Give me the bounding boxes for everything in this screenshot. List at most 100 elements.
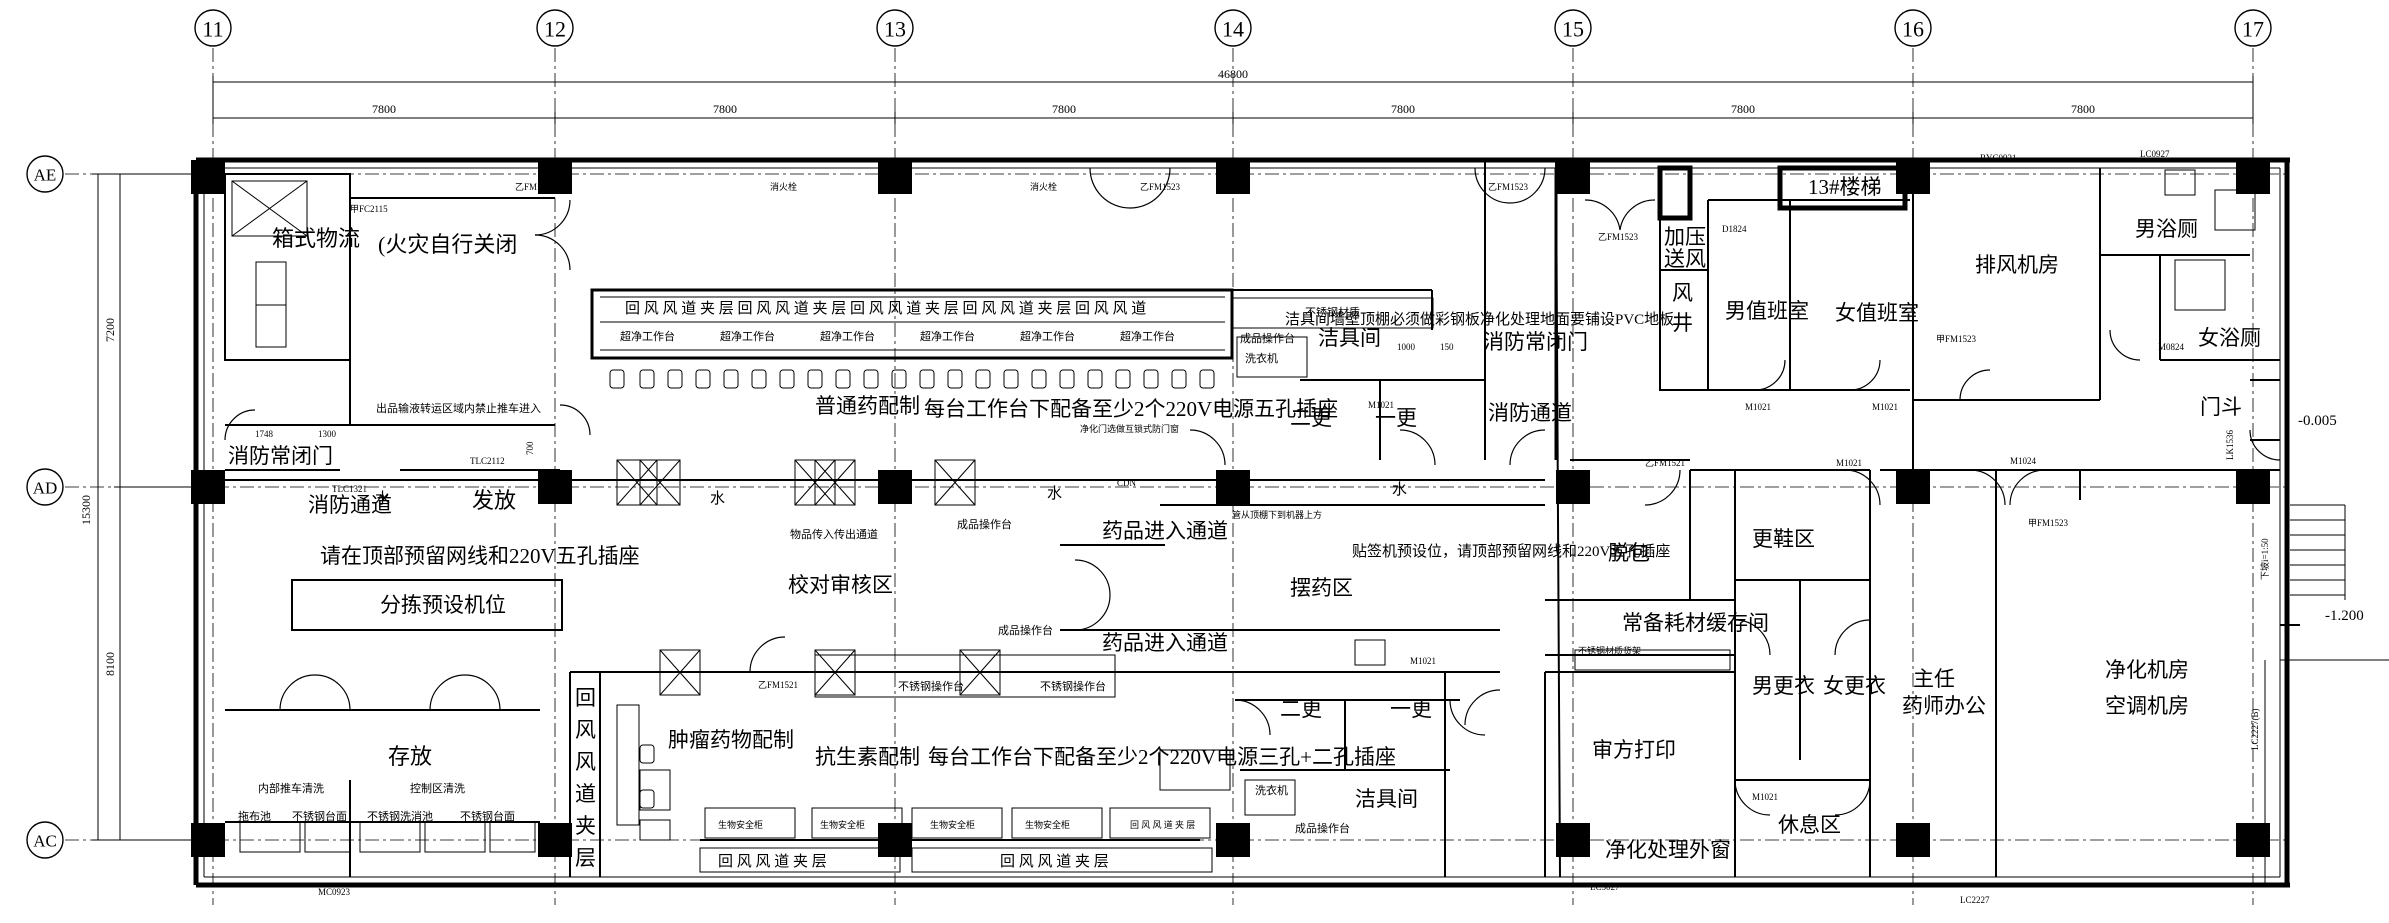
code-fm1523-a: 乙FM1523	[515, 182, 556, 192]
dim-left-top: 7200	[103, 318, 117, 342]
door-swings	[224, 167, 2281, 816]
label-fire-door-2: 消防常闭门	[1483, 330, 1588, 354]
code-lc3027: LC3027	[1590, 882, 1620, 892]
label-door-bucket: 门斗	[2200, 395, 2242, 419]
label-purify-room-1: 净化机房	[2105, 658, 2189, 682]
label-dispatch: 发放	[472, 488, 516, 513]
label-add-air-2: 送风	[1664, 247, 1706, 271]
code-fc2115: 甲FC2115	[350, 204, 388, 214]
label-second-change-2: 二更	[1280, 697, 1322, 721]
label-return-air-left-3: 风	[575, 750, 596, 774]
label-bio-cabinet-1: 生物安全柜	[718, 819, 763, 830]
dim-left-total: 15300	[79, 495, 93, 525]
label-bio-cabinet-3: 生物安全柜	[930, 819, 975, 830]
label-female-bath: 女浴厕	[2198, 326, 2261, 350]
label-box-logistics: 箱式物流	[272, 226, 360, 251]
bench-seats	[609, 369, 1215, 809]
code-m1021-f: M1021	[1752, 792, 1778, 802]
label-female-change: 女更衣	[1823, 674, 1886, 698]
label-second-change-1: 二更	[1290, 406, 1332, 430]
label-clean-room-note: 洁具间墙壁顶棚必须做彩钢板净化处理地面要铺设PVC地板	[1285, 310, 1674, 328]
label-rest: 休息区	[1778, 813, 1841, 837]
axis-label-13: 13	[884, 17, 906, 42]
door-codes: 甲FC2115 乙FM1523 乙FM1523 乙FM1523 乙FM1523 …	[255, 149, 2364, 905]
code-lc2227: LC2227	[1960, 895, 1990, 905]
code-1300: 1300	[318, 429, 337, 439]
label-stairs: 13#楼梯	[1808, 175, 1882, 199]
label-check-review: 校对审核区	[788, 573, 893, 597]
label-fire-passage-1: 消防通道	[308, 493, 392, 517]
label-water-3: 水	[1047, 485, 1062, 502]
label-material-pass: 物品传入传出通道	[790, 527, 878, 541]
column-axis-bubbles: 11 12 13 14 15 16 17	[194, 9, 2272, 47]
label-network-note: 请在顶部预留网线和220V五孔插座	[320, 544, 640, 568]
label-general-prep: 普通药配制	[815, 394, 920, 418]
label-clean-bench-row-3: 超净工作台	[820, 329, 875, 343]
code-lc2227b: LC2227(B)	[2250, 708, 2260, 750]
label-purify-room-2: 空调机房	[2105, 694, 2189, 718]
code-tlc1321: TLC1321	[332, 484, 367, 494]
axis-label-14: 14	[1222, 17, 1244, 42]
code-cdn: CDN	[1117, 478, 1137, 488]
row-axis-bubbles: AE AD AC	[26, 155, 64, 859]
label-wash-machine-1: 洗衣机	[1245, 351, 1278, 365]
code-d1824: D1824	[1722, 224, 1747, 234]
code-byc0921: BYC0921	[1980, 153, 2017, 163]
label-drug-channel-1: 药品进入通道	[1102, 519, 1228, 543]
code-m0824: M0824	[2158, 342, 2185, 352]
code-level-a: -0.005	[2298, 413, 2337, 429]
label-drug-channel-2: 药品进入通道	[1102, 631, 1228, 655]
axis-label-11: 11	[202, 17, 223, 42]
label-ss-counter-1: 不锈钢台面	[292, 809, 347, 823]
label-female-duty: 女值班室	[1835, 301, 1919, 325]
dim-bay-1: 7800	[372, 102, 396, 116]
label-fire-close: (火灾自行关闭	[378, 232, 517, 257]
label-product-counter-2: 成品操作台	[1240, 331, 1295, 345]
label-output-note: 出品输液转运区域内禁止推车进入	[376, 401, 541, 415]
code-tlc2112: TLC2112	[470, 456, 505, 466]
code-fm1523-jia-a: 甲FM1523	[1936, 334, 1977, 344]
label-air-shaft-2: 井	[1672, 311, 1693, 335]
code-m1021-c: M1021	[1872, 402, 1898, 412]
label-male-duty: 男值班室	[1725, 299, 1809, 323]
label-air-shaft-1: 风	[1672, 281, 1693, 305]
room-labels: 箱式物流 (火灾自行关闭 消防常闭门 消防通道 发放 请在顶部预留网线和220V…	[228, 175, 2261, 870]
label-clean-bench-row-4: 超净工作台	[920, 329, 975, 343]
dim-bay-5: 7800	[1731, 102, 1755, 116]
axis-label-17: 17	[2242, 17, 2264, 42]
label-return-air-left-1: 回	[575, 686, 596, 710]
label-bio-cabinet-2: 生物安全柜	[820, 819, 865, 830]
label-product-counter-3: 成品操作台	[998, 623, 1053, 637]
label-exhaust-room: 排风机房	[1975, 253, 2059, 277]
label-water-2: 水	[710, 490, 725, 507]
label-clean-bench-row-6: 超净工作台	[1120, 329, 1175, 343]
code-lk1536: LK1536	[2225, 430, 2235, 460]
label-outlet-note-1: 每台工作台下配备至少2个220V电源五孔插座	[924, 397, 1338, 421]
label-clean-bench-row-2: 超净工作台	[720, 329, 775, 343]
label-add-air-1: 加压	[1664, 225, 1706, 249]
code-700: 700	[525, 441, 535, 455]
vertical-return-air: 回 风 风 道 夹 层	[575, 686, 596, 870]
label-pipe-note: 管从顶棚下到机器上方	[1232, 509, 1322, 520]
code-m1021-d: M1021	[1836, 458, 1862, 468]
label-return-air-b3: 回 风 风 道 夹 层	[1130, 819, 1195, 830]
axis-label-16: 16	[1902, 17, 1924, 42]
code-fire-hydrant-b: 消火栓	[1030, 181, 1057, 192]
label-mop-pool: 拖布池	[238, 809, 271, 823]
label-water-4: 水	[1392, 481, 1407, 498]
code-m1021-e: M1021	[1410, 656, 1436, 666]
code-slope: 下坡i=1:50	[2259, 538, 2270, 580]
label-shoe-change: 更鞋区	[1752, 527, 1815, 551]
label-ss-op-1: 不锈钢操作台	[898, 679, 964, 693]
label-fire-passage-2: 消防通道	[1488, 401, 1572, 425]
axis-label-ac: AC	[33, 832, 57, 851]
code-1748: 1748	[255, 429, 274, 439]
dim-bay-6: 7800	[2071, 102, 2095, 116]
equipment-symbols	[616, 459, 1386, 791]
label-ss-op-2: 不锈钢操作台	[1040, 679, 1106, 693]
label-return-air-b1: 回 风 风 道 夹 层	[718, 853, 827, 870]
label-male-bath: 男浴厕	[2135, 217, 2198, 241]
label-purify-window: 净化处理外窗	[1605, 838, 1731, 862]
label-fire-door-1: 消防常闭门	[228, 444, 333, 468]
